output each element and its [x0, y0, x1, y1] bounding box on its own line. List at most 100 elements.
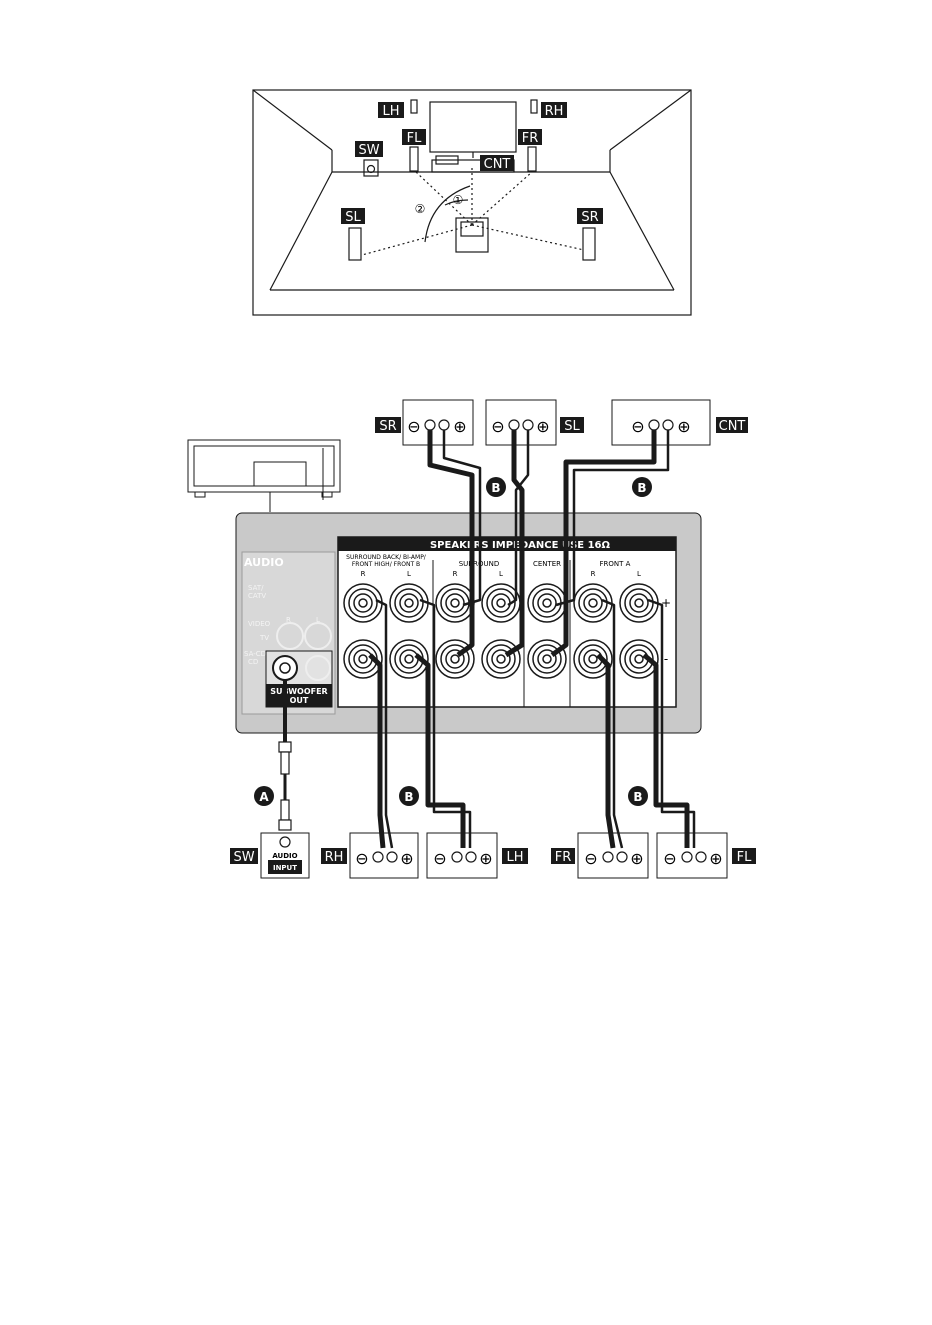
sl-tag: SL [345, 210, 361, 225]
surround-l-label: L [499, 570, 503, 578]
fl-minus-terminal: ⊖ [663, 849, 676, 868]
receiver-body [188, 440, 340, 492]
sl-speaker-icon [349, 228, 361, 260]
sb-r-label: R [361, 570, 366, 578]
cnt-terminal-post [649, 420, 659, 430]
audio-sat-label: SAT/ [248, 584, 264, 592]
receiver-thumbnail [188, 440, 340, 512]
receiver-back [194, 446, 334, 486]
cable-a-label: A [259, 790, 269, 804]
rear-panel: AUDIO SAT/ CATV VIDEO TV R L SA-CD/ CD S… [236, 513, 701, 733]
angle-guide [416, 172, 472, 225]
room-frame [253, 90, 691, 315]
cnt-tag: CNT [484, 157, 511, 172]
sw-input-label-1: AUDIO [272, 852, 297, 860]
group-center-label: CENTER [533, 560, 561, 568]
surround-r-label: R [453, 570, 458, 578]
audio-tv-label: TV [259, 634, 269, 642]
sr-plus-terminal: ⊕ [453, 417, 466, 436]
cnt-plus-terminal: ⊕ [677, 417, 690, 436]
sw-tag: SW [358, 143, 379, 158]
room-edge [270, 172, 332, 290]
front-a-r-label: R [591, 570, 596, 578]
bottom-speakers: SW AUDIO INPUT RH ⊖ ⊕ ⊖ ⊕ LH FR ⊖ ⊕ ⊖ [230, 833, 756, 878]
subwoofer-out-label-2: OUT [290, 696, 309, 705]
sw-input-label-2: INPUT [273, 864, 297, 872]
rh-minus-terminal: ⊖ [355, 849, 368, 868]
sw-speaker-icon [364, 160, 378, 176]
angle-2-label: ② [415, 202, 426, 216]
group-front-a-label: FRONT A [600, 560, 631, 568]
fr-plus-terminal: ⊕ [630, 849, 643, 868]
fr-terminal-post [603, 852, 613, 862]
front-a-l-label: L [637, 570, 641, 578]
rh-tag: RH [545, 104, 564, 119]
cable-b-label: B [637, 481, 646, 495]
minus-row-label: - [664, 652, 668, 666]
tv-screen [430, 102, 516, 152]
room-edge [610, 172, 674, 290]
sr-terminal-post [439, 420, 449, 430]
cnt-speaker-box [612, 400, 710, 445]
lh-wiring-tag: LH [506, 850, 523, 865]
audio-video-label: VIDEO [248, 620, 271, 628]
rh-terminal-post [387, 852, 397, 862]
angle-guide [472, 225, 584, 250]
fl-terminal-post [696, 852, 706, 862]
lh-plus-terminal: ⊕ [479, 849, 492, 868]
angle-guide [472, 172, 532, 225]
sb-l-label: L [407, 570, 411, 578]
rca-plug-bottom [279, 820, 291, 830]
lh-terminal-post [452, 852, 462, 862]
lh-terminal-post [466, 852, 476, 862]
sl-minus-terminal: ⊖ [491, 417, 504, 436]
cnt-minus-terminal: ⊖ [631, 417, 644, 436]
fl-terminal-post [682, 852, 692, 862]
fr-tag: FR [522, 131, 539, 146]
fl-plus-terminal: ⊕ [709, 849, 722, 868]
lh-speaker-icon [411, 100, 417, 113]
subwoofer-out-label-1: SUBWOOFER [270, 687, 327, 696]
audio-catv-label: CATV [248, 592, 266, 600]
sr-speaker-icon [583, 228, 595, 260]
fr-minus-terminal: ⊖ [584, 849, 597, 868]
sl-plus-terminal: ⊕ [536, 417, 549, 436]
cnt-terminal-post [663, 420, 673, 430]
fl-wiring-tag: FL [737, 850, 752, 865]
rca-plug-bottom-body [281, 800, 289, 820]
angle-1-label: ① [453, 193, 464, 207]
sl-terminal-post [509, 420, 519, 430]
cable-b-label: B [404, 790, 413, 804]
lh-tag: LH [382, 104, 399, 119]
cable-b-label: B [491, 481, 500, 495]
cable-b-label: B [633, 790, 642, 804]
sw-wiring-tag: SW [233, 850, 254, 865]
sl-terminal-post [523, 420, 533, 430]
rca-plug-top [279, 742, 291, 752]
rh-terminal-post [373, 852, 383, 862]
fr-terminal-post [617, 852, 627, 862]
fr-wiring-tag: FR [555, 850, 572, 865]
audio-sacd-label: SA-CD/ [244, 650, 269, 658]
sr-minus-terminal: ⊖ [407, 417, 420, 436]
rca-plug-top-body [281, 752, 289, 774]
audio-section-label: AUDIO [244, 556, 284, 569]
cnt-wiring-tag: CNT [719, 419, 746, 434]
lh-minus-terminal: ⊖ [433, 849, 446, 868]
audio-cd-label: CD [248, 658, 258, 666]
group-sb-label-1: SURROUND BACK/ BI-AMP/ [346, 554, 427, 561]
rh-plus-terminal: ⊕ [400, 849, 413, 868]
fr-speaker-icon [528, 147, 536, 171]
receiver-terminal-block [254, 462, 306, 486]
room-layout [253, 90, 691, 315]
room-edge [610, 90, 691, 150]
rh-wiring-tag: RH [325, 850, 344, 865]
subwoofer-out-jack[interactable] [273, 656, 297, 680]
rh-speaker-icon [531, 100, 537, 113]
fl-tag: FL [407, 131, 422, 146]
sr-terminal-post [425, 420, 435, 430]
room-edge [253, 90, 332, 150]
sl-wiring-tag: SL [564, 419, 580, 434]
sr-wiring-tag: SR [379, 419, 396, 434]
